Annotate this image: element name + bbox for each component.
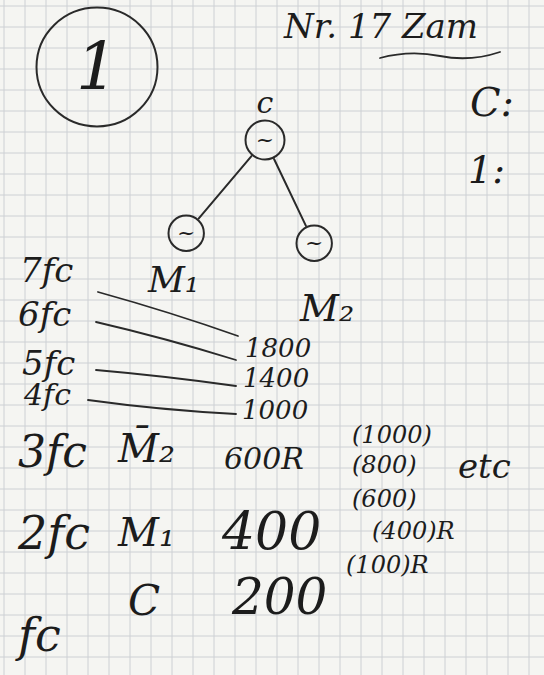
grid-line: [0, 489, 544, 490]
node-heading: c: [244, 86, 286, 119]
node-text: ~: [177, 221, 195, 245]
outline-ellipse: [169, 216, 204, 251]
leader-line: [88, 400, 236, 414]
handwritten-note: (1000): [352, 422, 432, 448]
node-outline: ~: [167, 214, 205, 252]
handwritten-note: C: [128, 578, 160, 624]
handwritten-note: 7fc: [20, 252, 73, 289]
handwritten-note: M₂: [300, 288, 354, 330]
handwritten-note: Nr. 17 Zam: [284, 8, 478, 45]
handwritten-note: M₁: [118, 510, 175, 554]
handwritten-note: 1000: [242, 396, 308, 425]
handwritten-note: (600): [352, 486, 417, 512]
handwritten-note: 400: [222, 503, 321, 560]
grid-line: [0, 636, 544, 637]
handwritten-note: 6fc: [18, 296, 71, 333]
node-outline: ~: [244, 119, 286, 161]
node-text: ~: [256, 128, 274, 152]
tree-node: c~: [244, 86, 286, 161]
grid-line: [466, 0, 467, 675]
grid-line: [0, 321, 544, 322]
grid-line: [25, 0, 26, 675]
node-outline: 1: [35, 6, 159, 128]
grid-line: [151, 0, 152, 675]
grid-line: [67, 0, 68, 675]
grid-line: [214, 0, 215, 675]
grid-line: [172, 0, 173, 675]
node-text: 1: [76, 31, 118, 104]
handwritten-note: etc: [458, 448, 511, 485]
grid-line: [0, 237, 544, 238]
handwritten-note: 5fc: [22, 345, 75, 382]
grid-line: [529, 0, 530, 675]
handwritten-note: 1400: [243, 364, 309, 393]
tree-branch: [274, 159, 306, 226]
outline-ellipse: [297, 226, 332, 261]
handwritten-note: 1800: [245, 334, 311, 363]
handwritten-note: M̄₂: [118, 426, 175, 470]
grid-line: [445, 0, 446, 675]
grid-line: [4, 0, 5, 675]
leader-line: [96, 370, 236, 386]
grid-line: [193, 0, 194, 675]
tree-branch: [199, 156, 252, 219]
handwritten-note: M₁: [148, 260, 199, 300]
handwritten-note: (800): [352, 452, 417, 478]
handwritten-note: 200: [232, 570, 327, 625]
grid-line: [0, 258, 544, 259]
handwritten-note: 600R: [224, 442, 304, 475]
handwritten-note: 2fc: [18, 508, 90, 559]
grid-line: [0, 657, 544, 658]
grid-line: [0, 426, 544, 427]
handwritten-note: 4fc: [24, 378, 71, 411]
handwritten-note: 1:: [468, 150, 505, 192]
handwritten-note: (400)R: [372, 518, 455, 544]
grid-line: [0, 6, 544, 7]
handwritten-note: fc: [18, 610, 61, 661]
grid-line: [0, 153, 544, 154]
grid-line: [0, 216, 544, 217]
handwritten-note: C:: [470, 80, 514, 124]
grid-line: [130, 0, 131, 675]
outline-ellipse: [246, 121, 285, 160]
circled-number: 1: [35, 6, 159, 128]
handwritten-note: 3fc: [18, 428, 87, 476]
node-text: ~: [305, 231, 323, 255]
grid-line: [0, 174, 544, 175]
grid-line: [0, 195, 544, 196]
grid-line: [0, 279, 544, 280]
leader-line: [96, 322, 236, 360]
node-outline: ~: [295, 224, 333, 262]
grid-line: [0, 300, 544, 301]
grid-line: [340, 0, 341, 675]
tree-node: ~: [295, 224, 333, 262]
outline-ellipse: [37, 8, 158, 127]
handwritten-note: (100)R: [346, 552, 429, 578]
underline-squiggle: [380, 52, 500, 58]
tree-node: ~: [167, 214, 205, 252]
